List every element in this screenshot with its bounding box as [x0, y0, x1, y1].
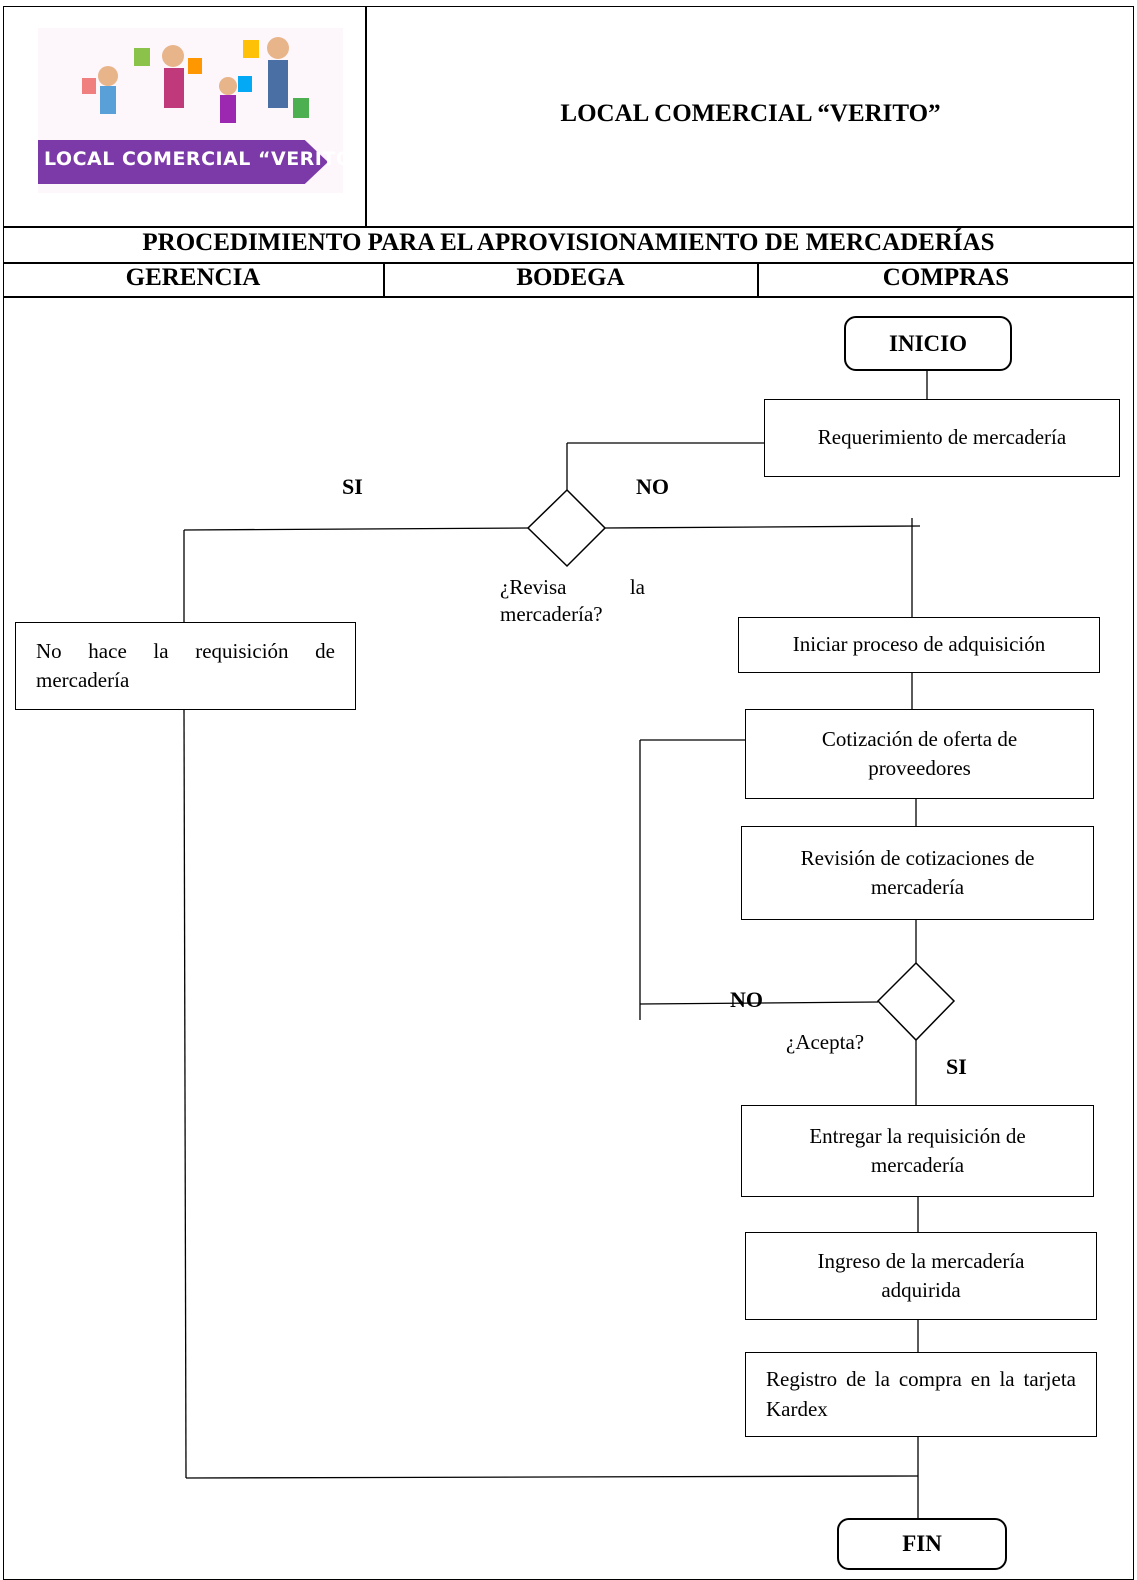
branch-label-si-1: SI	[342, 474, 363, 499]
decision-label-revisa: ¿Revisa la mercadería?	[500, 575, 645, 627]
header-row-line-2	[3, 262, 1134, 264]
logo-illustration	[82, 37, 309, 123]
logo-text: LOCAL COMERCIAL “VERITO”	[44, 148, 343, 170]
lane-header-bodega: BODEGA	[516, 264, 625, 291]
header-row-line-1	[3, 226, 1134, 228]
process-entregar: Entregar la requisición de mercadería	[741, 1105, 1094, 1197]
lane-divider-1	[383, 262, 385, 297]
header-row-line-3	[3, 296, 1134, 298]
decision-diamond-revisa	[526, 488, 607, 568]
start-terminator: INICIO	[844, 316, 1012, 371]
procedure-title: PROCEDIMIENTO PARA EL APROVISIONAMIENTO …	[142, 229, 995, 256]
decision-label-acepta: ¿Acepta?	[786, 1030, 865, 1054]
company-title: LOCAL COMERCIAL “VERITO”	[560, 100, 941, 127]
process-no-requisicion: No hace la requisición de mercadería	[15, 622, 356, 710]
logo-ribbon	[38, 140, 328, 184]
process-requerimiento: Requerimiento de mercadería	[764, 399, 1120, 477]
branch-label-no-1: NO	[636, 474, 669, 499]
branch-label-no-2: NO	[730, 987, 763, 1012]
lane-header-gerencia: GERENCIA	[125, 264, 261, 291]
process-registro: Registro de la compra en la tarjeta Kard…	[745, 1352, 1097, 1437]
lane-divider-2	[757, 262, 759, 297]
process-revision: Revisión de cotizaciones de mercadería	[741, 826, 1094, 920]
lane-header-compras: COMPRAS	[882, 264, 1010, 291]
company-logo: LOCAL COMERCIAL “VERITO”	[38, 28, 343, 193]
decision-diamond-acepta	[876, 961, 956, 1042]
process-ingreso: Ingreso de la mercadería adquirida	[745, 1232, 1097, 1320]
process-cotizacion: Cotización de oferta de proveedores	[745, 709, 1094, 799]
end-terminator: FIN	[837, 1518, 1007, 1570]
process-iniciar-adquisicion: Iniciar proceso de adquisición	[738, 617, 1100, 673]
header-divider-vertical	[365, 6, 367, 226]
branch-label-si-2: SI	[946, 1054, 967, 1079]
